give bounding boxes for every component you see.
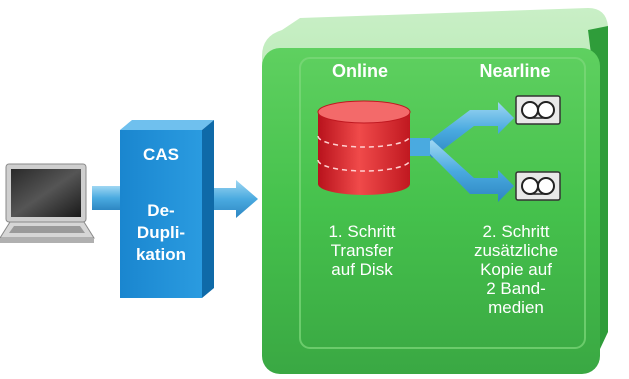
- cas-title: CAS: [143, 145, 179, 164]
- nearline-step-line-1: 2. Schritt: [482, 222, 550, 241]
- online-step-line-1: 1. Schritt: [328, 222, 396, 241]
- nearline-step-line-3: Kopie auf: [480, 260, 552, 279]
- disk-storage-icon: [317, 100, 411, 195]
- arrow-to-tape-2: [422, 140, 514, 202]
- cas-function-line-1: De-: [147, 201, 175, 220]
- nearline-step-line-4: 2 Band-: [486, 279, 546, 298]
- online-step-line-2: Transfer: [330, 241, 394, 260]
- cas-function-line-3: kation: [135, 245, 187, 264]
- online-step-line-3: auf Disk: [331, 260, 393, 279]
- storage-block-inner-panel: [299, 57, 586, 349]
- laptop-icon: [0, 163, 95, 243]
- cas-box-side: [202, 120, 214, 298]
- cas-box: [120, 120, 214, 298]
- nearline-step-line-5: medien: [488, 298, 544, 317]
- nearline-step-line-2: zusätzliche: [473, 241, 559, 260]
- online-title: Online: [331, 61, 388, 81]
- tape-cartridge-icon: [515, 171, 561, 201]
- nearline-title: Nearline: [479, 61, 551, 81]
- cas-box-front: [120, 130, 202, 298]
- arrow-to-tape-1: [422, 102, 514, 158]
- tape-cartridge-icon: [515, 95, 561, 125]
- cas-box-top: [120, 120, 214, 130]
- cas-function-line-2: Dupli-: [136, 223, 186, 242]
